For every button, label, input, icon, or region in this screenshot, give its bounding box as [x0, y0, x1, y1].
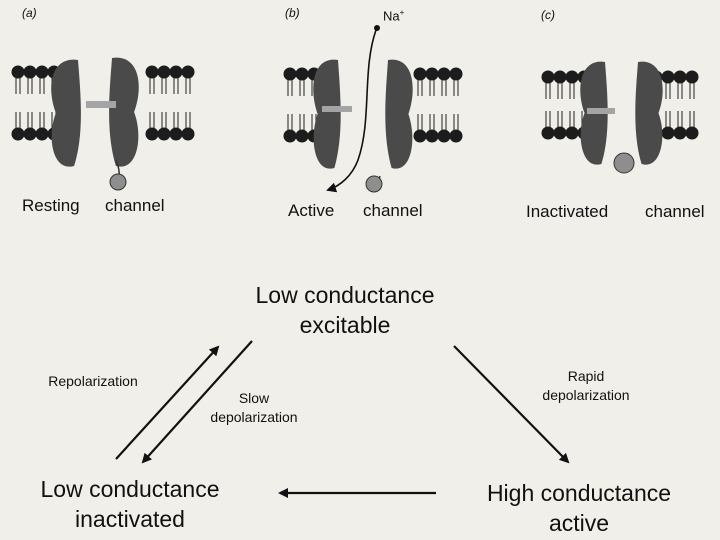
- panel-b-channel-right-subunit: [385, 59, 413, 169]
- panel-b-left-lipid-head: [295, 129, 309, 143]
- panel-b-right-lipid-head: [413, 67, 427, 81]
- repol-line1: Repolarization: [48, 373, 138, 389]
- arrow-rapid-depolarization: [453, 345, 570, 464]
- state-top-line1: Low conductance: [255, 282, 435, 308]
- slow-line1: Slow: [238, 390, 270, 406]
- panel-b-caption-word2: channel: [363, 201, 423, 220]
- panel-b-sodium-flow-arrow: [326, 29, 377, 193]
- panel-a-inactivation-ball: [109, 173, 127, 191]
- panel-c-left-lipid-head: [553, 126, 567, 140]
- panel-c-right-lipid-head: [685, 70, 699, 84]
- panel-a-right-lipid-head: [169, 65, 183, 79]
- panel-c-pore-gate-bar: [587, 108, 615, 114]
- panel-a-caption-word1: Resting: [22, 196, 80, 215]
- panel-c-left-lipid-head: [541, 126, 555, 140]
- panel-a-left-lipid-head: [35, 127, 49, 141]
- panel-b-channel-left-subunit: [313, 59, 341, 169]
- panel-b-right-lipid-head: [449, 129, 463, 143]
- panel-b-left-lipid-head: [283, 129, 297, 143]
- panel-c-right-lipid-head: [661, 126, 675, 140]
- panel-a-right-lipid-head: [157, 65, 171, 79]
- panel-a-right-lipid-head: [145, 127, 159, 141]
- state-low-conductance-inactivated: Low conductance inactivated: [10, 474, 250, 534]
- panel-c-letter: (c): [541, 8, 555, 22]
- panel-a-left-lipid-head: [23, 65, 37, 79]
- panel-b-sodium-ion-dot: [374, 25, 380, 31]
- state-left-line2: inactivated: [75, 506, 185, 532]
- state-right-line2: active: [548, 510, 610, 536]
- panel-a-right-membrane: [145, 65, 195, 141]
- panel-a-channel-right-subunit: [109, 57, 139, 167]
- panel-c-right-lipid-head: [661, 70, 675, 84]
- panel-c-right-lipid-head: [685, 126, 699, 140]
- rapid-line1: Rapid: [567, 368, 605, 384]
- panel-a-left-lipid-head: [35, 65, 49, 79]
- state-top-line2: excitable: [299, 312, 391, 338]
- panel-a-right-lipid-head: [181, 127, 195, 141]
- panel-b-right-lipid-head: [413, 129, 427, 143]
- state-left-line1: Low conductance: [40, 476, 220, 502]
- panel-a-caption-word2: channel: [105, 196, 165, 215]
- arrow-slow-depolarization: [141, 340, 253, 464]
- panel-a-left-lipid-head: [23, 127, 37, 141]
- arrow-repolarization: [115, 345, 220, 460]
- rapid-line2: depolarization: [542, 387, 630, 403]
- panel-c-left-lipid-head: [565, 70, 579, 84]
- panel-b-letter: (b): [285, 6, 300, 20]
- transition-slow-depolarization: Slow depolarization: [194, 389, 314, 427]
- panel-c-channel-right-subunit: [635, 61, 663, 165]
- panel-c-left-lipid-head: [565, 126, 579, 140]
- transition-repolarization: Repolarization: [28, 372, 158, 391]
- panel-b-inactivation-ball: [365, 175, 383, 193]
- transition-rapid-depolarization: Rapid depolarization: [526, 367, 646, 405]
- panel-c-right-lipid-head: [673, 126, 687, 140]
- panel-c-caption-word1: Inactivated: [526, 202, 609, 221]
- panel-b-right-lipid-head: [437, 67, 451, 81]
- panel-c-caption-word2: channel: [645, 202, 705, 221]
- panel-a-right-lipid-head: [157, 127, 171, 141]
- panel-a-channel-left-subunit: [51, 59, 81, 167]
- panel-c-inactivation-ball-blocking: [613, 152, 635, 174]
- state-low-conductance-excitable: Low conductance excitable: [225, 280, 465, 340]
- panel-b-right-lipid-head: [449, 67, 463, 81]
- panel-b-left-lipid-head: [295, 67, 309, 81]
- panel-a-right-lipid-head: [181, 65, 195, 79]
- panel-c-left-lipid-head: [541, 70, 555, 84]
- panel-b-right-lipid-head: [425, 67, 439, 81]
- panel-a-right-lipid-head: [169, 127, 183, 141]
- panel-b-caption-word1: Active: [288, 201, 335, 220]
- panel-a-letter: (a): [22, 6, 37, 20]
- state-right-line1: High conductance: [486, 480, 672, 506]
- panel-a-right-lipid-head: [145, 65, 159, 79]
- panel-a-left-lipid-head: [11, 65, 25, 79]
- state-high-conductance-active: High conductance active: [456, 478, 702, 538]
- panel-b-right-lipid-head: [437, 129, 451, 143]
- panel-b-right-lipid-head: [425, 129, 439, 143]
- panel-b-pore-gate-bar: [322, 106, 352, 112]
- panel-a-pore-gate-bar: [86, 101, 116, 108]
- panel-c-right-lipid-head: [673, 70, 687, 84]
- sodium-ion-label: Na+: [383, 8, 405, 24]
- slow-line2: depolarization: [210, 409, 298, 425]
- panel-b-left-lipid-head: [283, 67, 297, 81]
- panel-b-right-membrane: [413, 67, 463, 143]
- panel-c-left-lipid-head: [553, 70, 567, 84]
- panel-a-left-lipid-head: [11, 127, 25, 141]
